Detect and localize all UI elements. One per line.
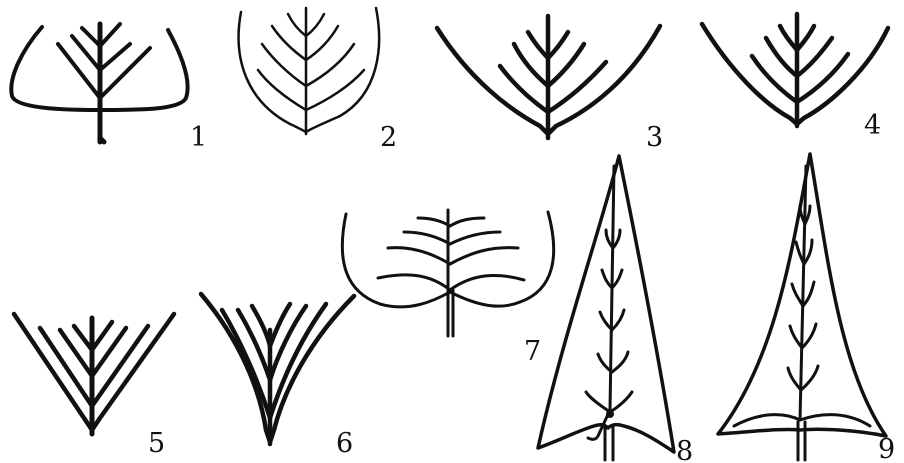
panel-label-8: 8 [676,436,693,463]
panel-label-9: 9 [878,434,895,463]
leaf-shape-9 [718,154,886,460]
panel-label-4: 4 [864,110,881,141]
panel-label-2: 2 [380,122,397,153]
leaf-shape-4 [702,14,888,126]
panel-label-5: 5 [148,428,165,459]
leaf-shape-1 [11,24,187,142]
panel-label-1: 1 [190,122,207,153]
leaf-shape-5 [14,314,174,434]
panel-label-3: 3 [646,122,663,153]
panel-label-7: 7 [524,336,541,367]
leaf-shape-7 [342,210,553,336]
leaf-shape-2 [239,8,380,134]
leaf-shape-8 [538,156,674,460]
leaf-shape-3 [437,16,660,138]
panel-label-6: 6 [336,428,353,459]
vein-junction [606,410,614,418]
leaf-shape-6 [201,294,354,444]
